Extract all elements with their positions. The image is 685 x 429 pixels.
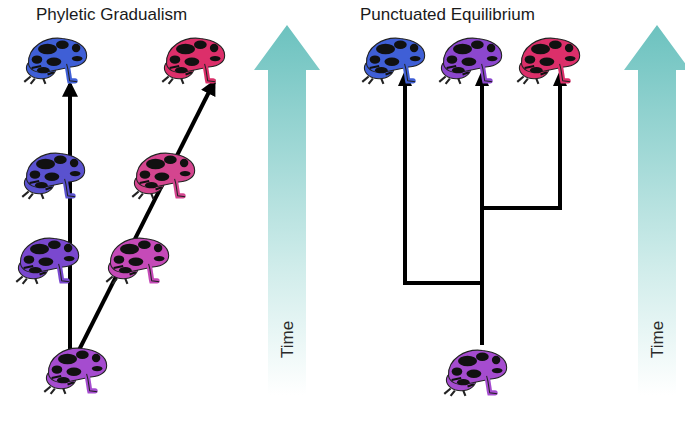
- panel-title: Phyletic Gradualism: [36, 6, 187, 23]
- axis-label: Time: [279, 321, 296, 358]
- panel-title: Punctuated Equilibrium: [360, 6, 535, 23]
- axis-label: Time: [649, 321, 666, 358]
